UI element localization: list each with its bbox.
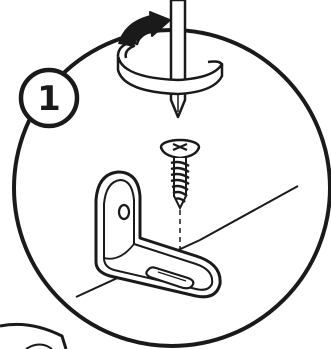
next-detail-circle-inner-arc (26, 345, 52, 349)
phillips-screwdriver-icon (171, 0, 185, 117)
step-number-badge: 1 (21, 70, 77, 126)
step-number: 1 (37, 79, 61, 119)
